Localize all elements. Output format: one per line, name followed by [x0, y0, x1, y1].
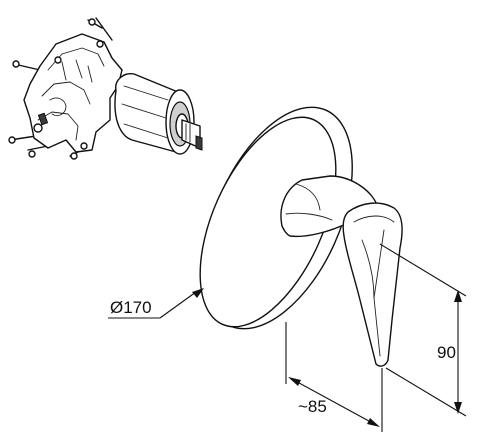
depth-label: ~85	[298, 397, 327, 416]
cartridge	[114, 73, 203, 155]
diameter-dimension: Ø170	[108, 288, 204, 319]
depth-dimension: ~85	[285, 322, 383, 432]
concealed-valve-body	[8, 17, 203, 160]
diameter-label: Ø170	[110, 298, 152, 317]
wall-plate-face	[199, 116, 337, 328]
height-dimension: 90	[379, 243, 467, 417]
lever-handle	[342, 202, 403, 367]
valve-casting	[23, 33, 123, 153]
height-label: 90	[437, 343, 456, 362]
wall-plate	[199, 106, 353, 330]
